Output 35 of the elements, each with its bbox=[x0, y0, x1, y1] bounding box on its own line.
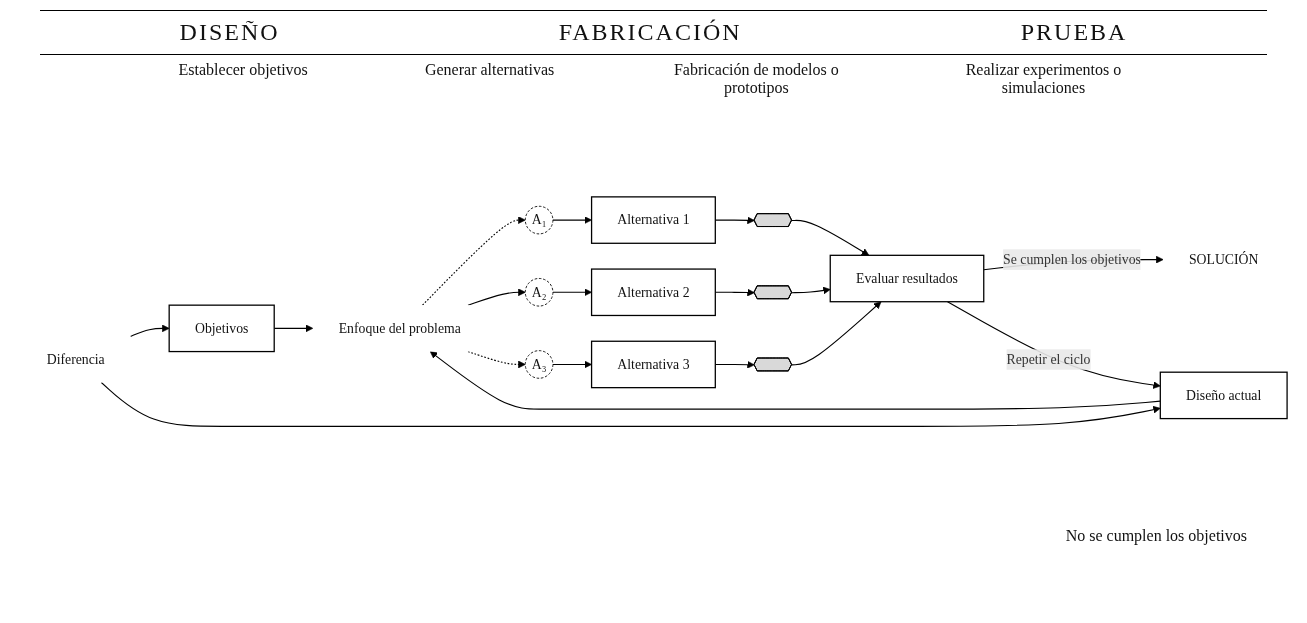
phase-heading: DISEÑO bbox=[179, 19, 280, 46]
node-text: Enfoque del problema bbox=[338, 321, 461, 336]
arrow bbox=[551, 361, 592, 369]
arrow bbox=[551, 216, 592, 225]
node-circle: A₂ bbox=[524, 278, 553, 307]
node-box: Diseño actual bbox=[1159, 371, 1288, 420]
arrow bbox=[466, 288, 526, 307]
node-circle: A₃ bbox=[524, 350, 553, 380]
node-circle: A₁ bbox=[524, 206, 553, 235]
phase-heading: PRUEBA bbox=[1020, 19, 1128, 46]
arrow bbox=[421, 216, 526, 307]
node-box: Evaluar resultados bbox=[829, 255, 984, 303]
edge-label: Repetir el ciclo bbox=[1005, 352, 1090, 367]
edge-label: Se cumplen los objetivos bbox=[1002, 252, 1141, 267]
step-label: Fabricación de modelos o prototipos bbox=[672, 61, 840, 97]
arrow bbox=[714, 216, 755, 225]
node-box: Alternativa 2 bbox=[590, 268, 716, 317]
note-text: No se cumplen los objetivos bbox=[1064, 527, 1247, 545]
node-box: Alternativa 1 bbox=[590, 196, 716, 245]
node-box: Objetivos bbox=[168, 304, 275, 353]
node-box: Alternativa 3 bbox=[590, 341, 716, 389]
step-label: Realizar experimentos o simulaciones bbox=[964, 61, 1123, 97]
step-label: Generar alternativas bbox=[424, 61, 555, 80]
arrow bbox=[273, 324, 313, 333]
arrow bbox=[790, 220, 869, 257]
arrow bbox=[551, 288, 592, 297]
arrow bbox=[466, 351, 526, 369]
phase-heading: FABRICACIÓN bbox=[558, 19, 742, 46]
node-text: SOLUCIÓN bbox=[1188, 252, 1258, 267]
arrow bbox=[714, 361, 755, 369]
step-label: Establecer objetivos bbox=[178, 61, 308, 81]
arrow bbox=[129, 324, 169, 338]
node-text: Diferencia bbox=[46, 351, 105, 367]
arrow bbox=[714, 289, 755, 297]
arrow bbox=[790, 301, 881, 366]
